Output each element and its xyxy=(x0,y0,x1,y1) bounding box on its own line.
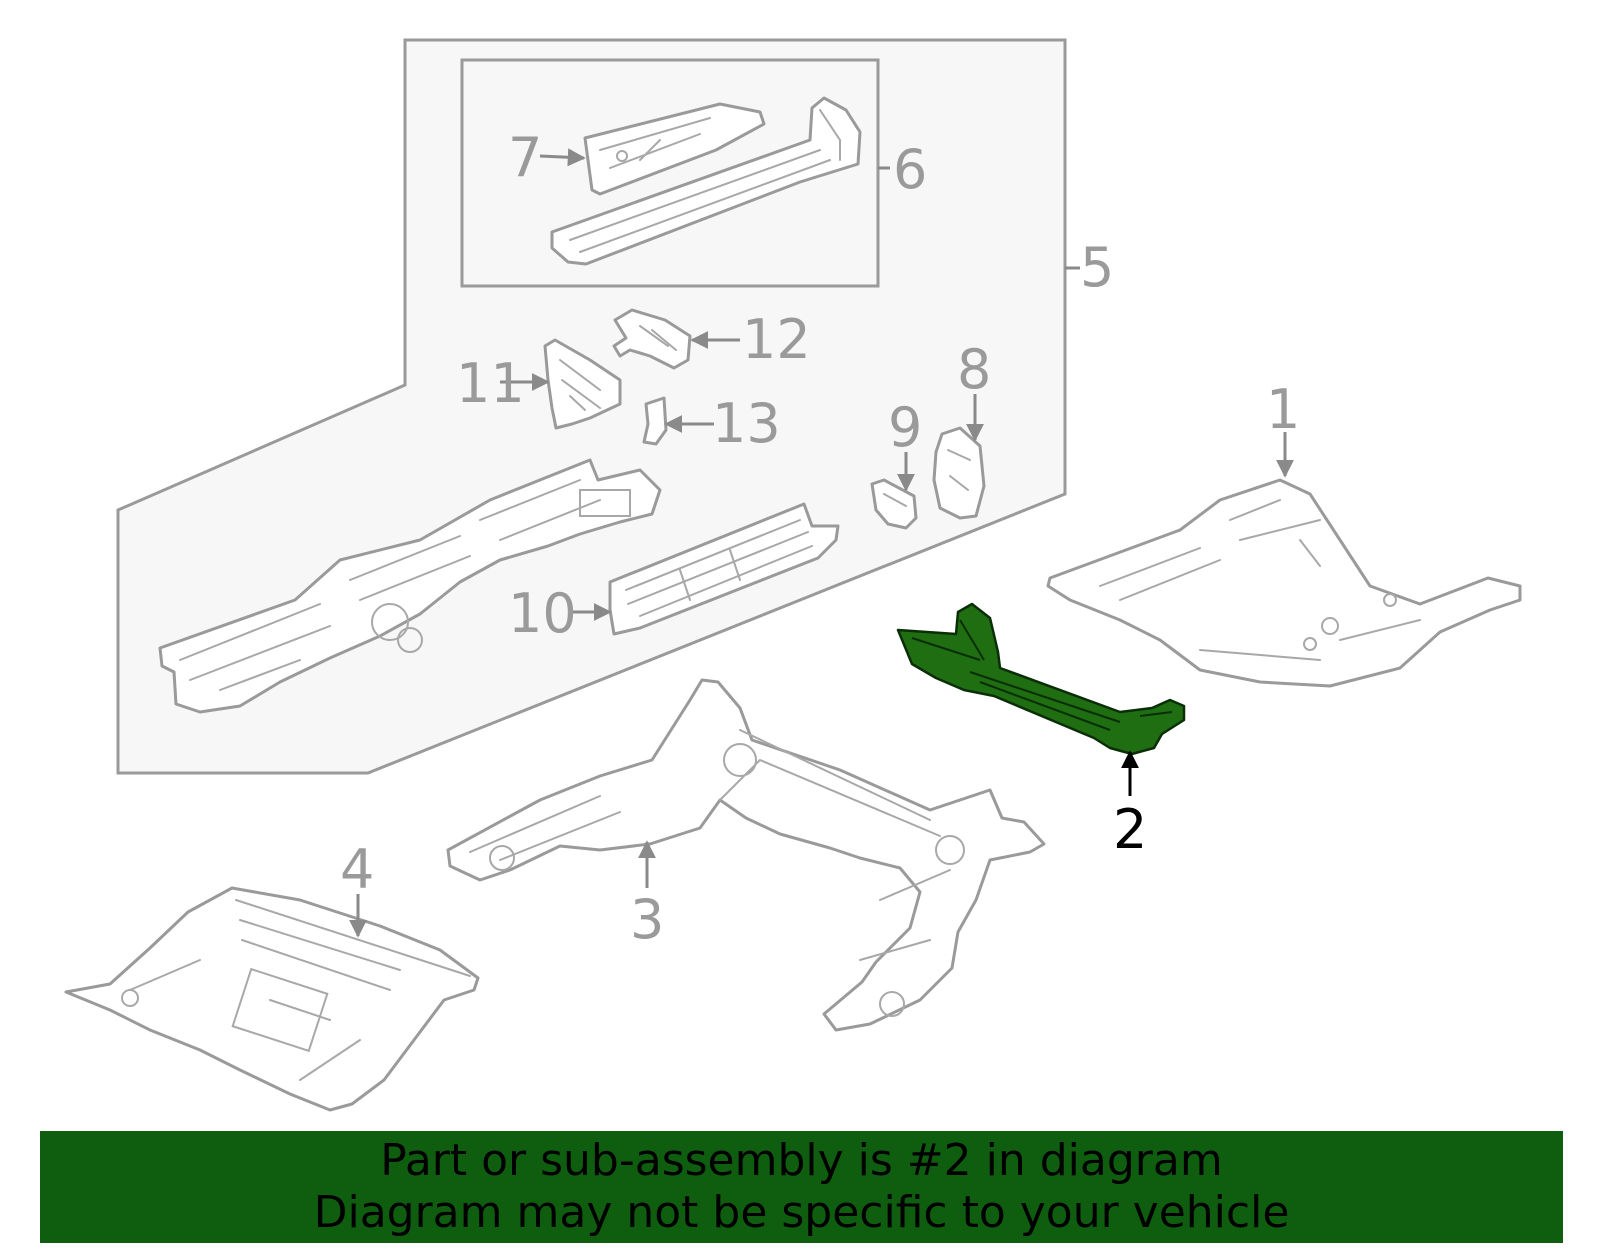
leader-7 xyxy=(539,148,586,167)
callout-5: 5 xyxy=(1080,236,1114,299)
info-banner: Part or sub-assembly is #2 in diagram Di… xyxy=(40,1131,1563,1243)
part-10-shape[interactable] xyxy=(608,502,840,636)
banner-line-2: Diagram may not be specific to your vehi… xyxy=(313,1187,1290,1238)
callout-9: 9 xyxy=(888,396,922,459)
part-3-shape[interactable] xyxy=(446,678,1046,1032)
part-7-shape[interactable] xyxy=(583,102,766,196)
callout-11: 11 xyxy=(456,352,525,415)
callout-4: 4 xyxy=(340,838,374,901)
part-4-shape[interactable] xyxy=(64,886,480,1112)
callout-2: 2 xyxy=(1113,798,1147,861)
banner-line-1: Part or sub-assembly is #2 in diagram xyxy=(380,1135,1223,1186)
callout-10: 10 xyxy=(508,582,577,645)
callout-8: 8 xyxy=(957,338,991,401)
frame-rail-shape[interactable] xyxy=(158,458,662,714)
part-11-shape[interactable] xyxy=(543,338,622,430)
part-8-shape[interactable] xyxy=(932,426,986,520)
part-1-shape[interactable] xyxy=(1046,478,1522,688)
callout-7: 7 xyxy=(508,126,542,189)
callout-1: 1 xyxy=(1266,378,1300,441)
callout-13: 13 xyxy=(712,392,781,455)
part-2-shape[interactable] xyxy=(896,602,1186,756)
part-13-shape[interactable] xyxy=(642,396,668,446)
part-12-shape[interactable] xyxy=(612,308,692,370)
callout-6: 6 xyxy=(893,138,927,201)
callout-12: 12 xyxy=(742,308,811,371)
part-6-shape[interactable] xyxy=(550,96,862,266)
callout-3: 3 xyxy=(630,888,664,951)
part-9-shape[interactable] xyxy=(870,478,918,530)
